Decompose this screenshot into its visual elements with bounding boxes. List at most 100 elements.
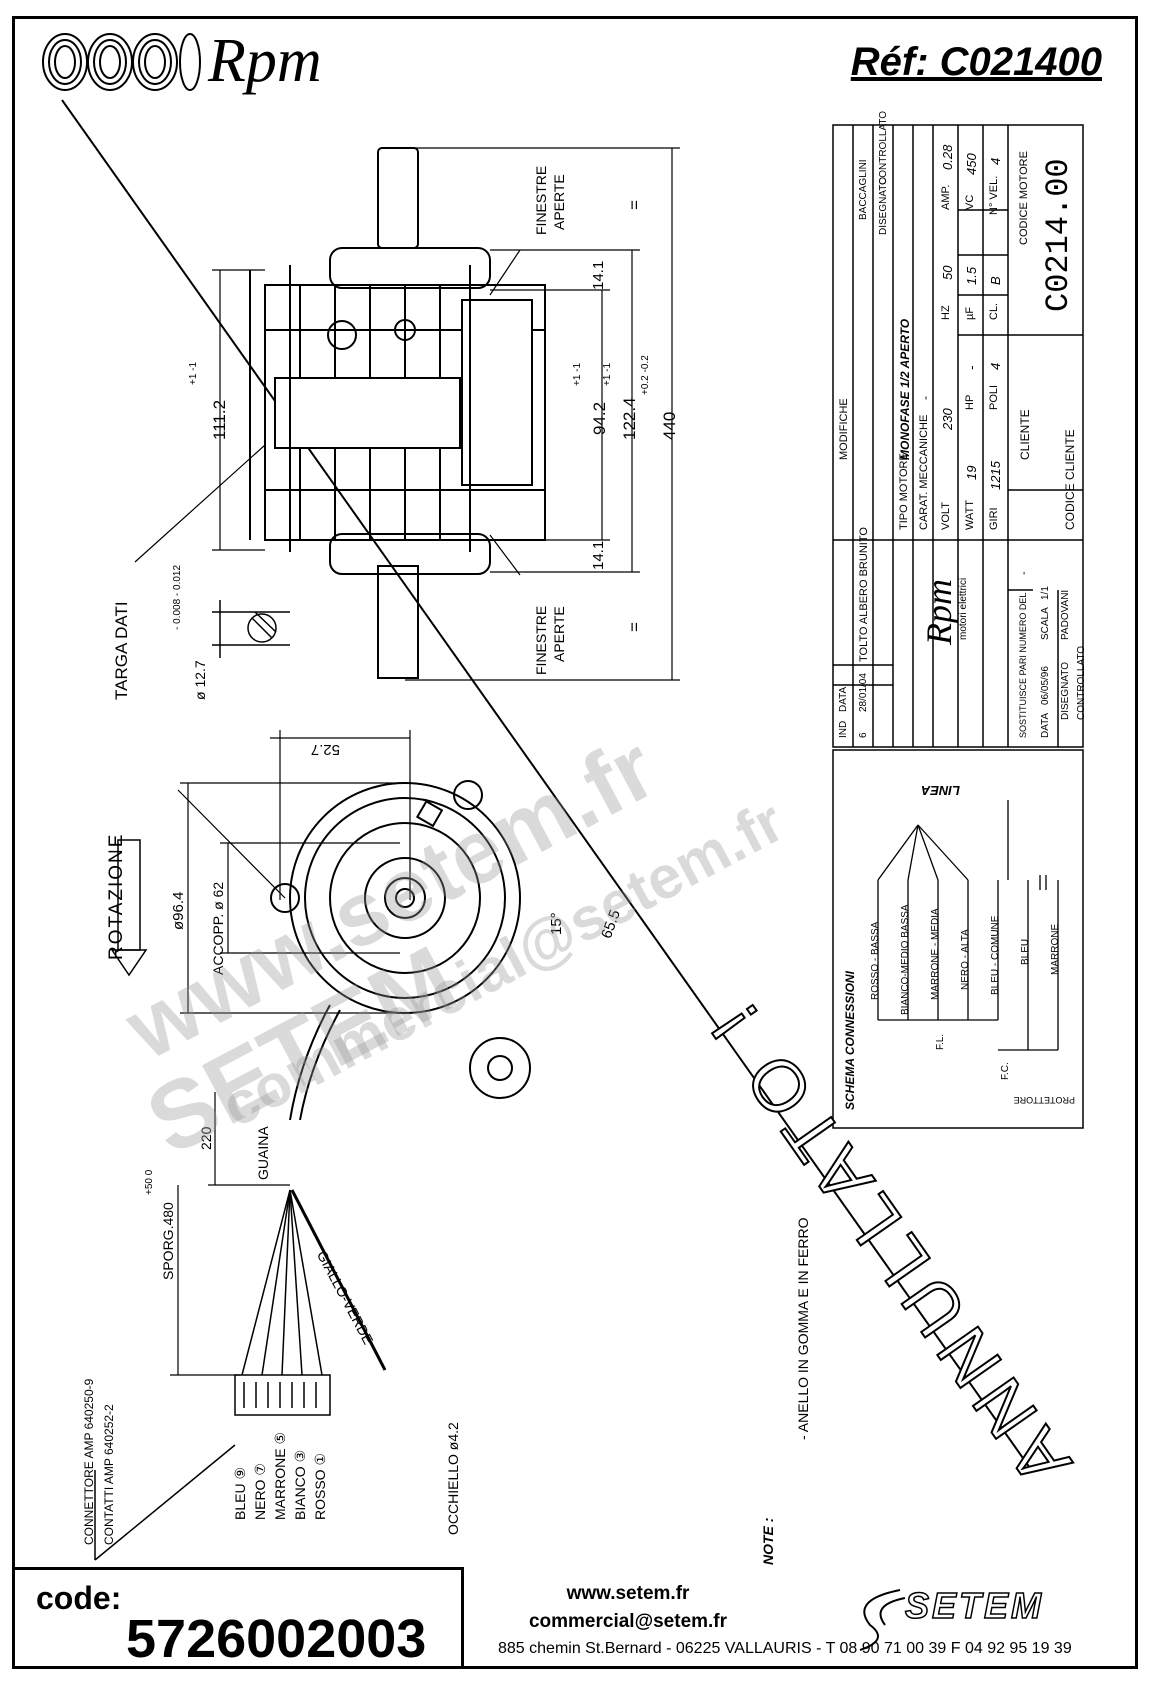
- tb-codice-cliente-label: CODICE CLIENTE: [1063, 429, 1077, 530]
- label-finestre-bottom: FINESTRE: [533, 605, 549, 675]
- schema-fl: F.L.: [935, 1033, 946, 1050]
- tb-spec-vc-k: VC: [964, 194, 976, 210]
- connector-wire-1: BLEU ⑨: [232, 1466, 248, 1520]
- tb-brand-sub: motori elettrici: [958, 577, 969, 640]
- tb-spec-amp-v: 0.28: [940, 144, 955, 170]
- schema-wire-6: BLEU: [1020, 938, 1031, 965]
- tb-spec-amp-k: AMP.: [940, 184, 952, 210]
- note-text: - ANELLO IN GOMMA E IN FERRO: [795, 1217, 811, 1440]
- tb-data-header: DATA: [838, 686, 849, 712]
- schema-wire-3: MARRONE - MEDIA: [930, 908, 941, 1000]
- schema-wire-5: BLEU - COMUNE: [990, 915, 1001, 995]
- tb-controllato-label: CONTROLLATO: [1076, 645, 1087, 720]
- schema-wiring: [877, 800, 1059, 1051]
- drawing-frame: [12, 16, 1138, 1669]
- tb-spec-watt-v: 19: [964, 465, 979, 480]
- tb-sostituisce-label: SOSTITUISCE PARI NUMERO DEL: [1018, 592, 1028, 738]
- dim-14-top: 14.1: [590, 260, 607, 290]
- label-targa-dati: TARGA DATI: [112, 601, 131, 700]
- reference-number: Réf: C021400: [850, 40, 1102, 84]
- dim-shaft: ø 12.7: [192, 660, 208, 700]
- label-rotazione: ROTAZIONE: [106, 832, 127, 960]
- tb-row-modifica: TOLTO ALBERO BRUNITO: [858, 527, 870, 662]
- dim-eq-top: =: [625, 200, 644, 210]
- setem-logo: SETEM: [904, 1584, 1045, 1627]
- tb-ind-6: 6: [858, 732, 869, 738]
- setem-swirl-logo: [859, 1589, 906, 1651]
- schema-wire-1: ROSSO - BASSA: [870, 921, 881, 1000]
- tb-spec-cl-k: CL.: [988, 302, 1000, 320]
- footer-address: 885 chemin St.Bernard - 06225 VALLAURIS …: [498, 1640, 1072, 1657]
- tb-ind-header: IND: [838, 720, 849, 738]
- tb-spec-volt-k: VOLT: [940, 502, 952, 530]
- dim-220: 220: [198, 1126, 214, 1150]
- dim-94: 94.2: [590, 401, 609, 435]
- shaft-section: [212, 600, 290, 658]
- dim-14-bottom: 14.1: [590, 540, 607, 570]
- tb-cliente-label: CLIENTE: [1018, 409, 1032, 460]
- label-aperte-top: APERTE: [551, 174, 567, 230]
- tb-row-date: 28/01/04: [858, 673, 869, 712]
- tb-spec-uf-k: µF: [964, 306, 976, 320]
- tb-scala: 1/1: [1040, 586, 1051, 600]
- tb-spec-cl-v: B: [988, 276, 1003, 285]
- rotation-arrow: [110, 839, 148, 977]
- tb-controllato-header: CONTROLLATO: [878, 110, 889, 185]
- schema-wire-7: MARRONE: [1050, 923, 1061, 975]
- motor-side-view: [249, 147, 546, 679]
- connector-title-2: CONTATTI AMP 640252-2: [102, 1404, 116, 1545]
- schema-wire-4: NERO - ALTA: [960, 929, 971, 990]
- footer-website[interactable]: www.setem.fr: [566, 1583, 690, 1604]
- tb-signature: BACCAGLINI: [858, 159, 869, 220]
- tb-spec-watt-k: WATT: [964, 500, 976, 530]
- tb-modifiche-header: MODIFICHE: [838, 398, 850, 460]
- tb-spec-volt-v: 230: [940, 408, 955, 430]
- tb-spec-uf-v: 1.5: [964, 266, 979, 285]
- dim-sporg-tol: +50 0: [144, 1169, 155, 1195]
- tb-carat: -: [918, 396, 932, 400]
- dim-occhiello: OCCHIELLO ø4.2: [445, 1422, 461, 1535]
- dim-15deg: 15°: [548, 912, 565, 935]
- note-label: NOTE :: [760, 1517, 776, 1565]
- tb-disegnato-header: DISEGNATO: [878, 177, 889, 235]
- rpm-coil-logo: [42, 33, 201, 91]
- connector-wire-5: ROSSO ①: [312, 1452, 328, 1520]
- label-finestre-top: FINESTRE: [533, 165, 549, 235]
- tb-spec-hp-k: HP: [964, 394, 976, 410]
- dim-122: 122.4: [620, 397, 639, 440]
- dim-52: 52.7: [310, 741, 340, 758]
- tb-brand: Rpm: [919, 579, 959, 645]
- tb-disegnato: PADOVANI: [1060, 589, 1071, 640]
- connector-wire-4: BIANCO ③: [292, 1449, 308, 1520]
- tb-tipo-motore: MONOFASE 1/2 APERTO: [898, 318, 912, 460]
- dim-sporg: SPORG.480: [160, 1202, 176, 1280]
- code-value: 5726002003: [126, 1609, 427, 1669]
- connector-title-1: CONNETTORE AMP 640250-9: [82, 1378, 96, 1545]
- label-aperte-bottom: APERTE: [551, 606, 567, 662]
- schema-title: SCHEMA CONNESSIONI: [843, 971, 857, 1110]
- schema-protettore: PROTETTORE: [1013, 1095, 1075, 1105]
- tb-spec-vc-v: 450: [964, 153, 979, 175]
- dim-96: ø96.4: [170, 891, 187, 930]
- tb-spec-hp-v: -: [964, 365, 979, 370]
- tb-spec-giri-k: GIRI: [988, 507, 1000, 530]
- schema-fc: F.C.: [1000, 1062, 1011, 1080]
- tb-disegnato-label: DISEGNATO: [1060, 662, 1071, 720]
- dim-440-tol: +0.2 -0.2: [640, 355, 651, 395]
- title-block: [832, 124, 1084, 1129]
- dim-111: 111.2: [210, 399, 229, 440]
- tb-codice-motore-label: CODICE MOTORE: [1018, 151, 1030, 245]
- tb-sostituisce: -: [1018, 571, 1030, 575]
- tb-codice-motore: C0214.00: [1040, 158, 1077, 312]
- footer-email[interactable]: commercial@setem.fr: [528, 1611, 728, 1632]
- tb-spec-hz-v: 50: [940, 265, 955, 280]
- dim-111-tol: +1 -1: [188, 361, 199, 385]
- connector-wire-2: NERO ⑦: [252, 1463, 268, 1520]
- motor-front-view: [270, 780, 531, 1121]
- dim-accopp: ACCOPP. ø 62: [210, 881, 226, 975]
- tb-carat-label: CARAT. MECCANICHE: [918, 414, 930, 530]
- dim-eq-bottom: =: [625, 622, 644, 632]
- tb-spec-nvel-k: N° VEL.: [988, 175, 1000, 215]
- code-box: code: 5726002003: [14, 1567, 464, 1669]
